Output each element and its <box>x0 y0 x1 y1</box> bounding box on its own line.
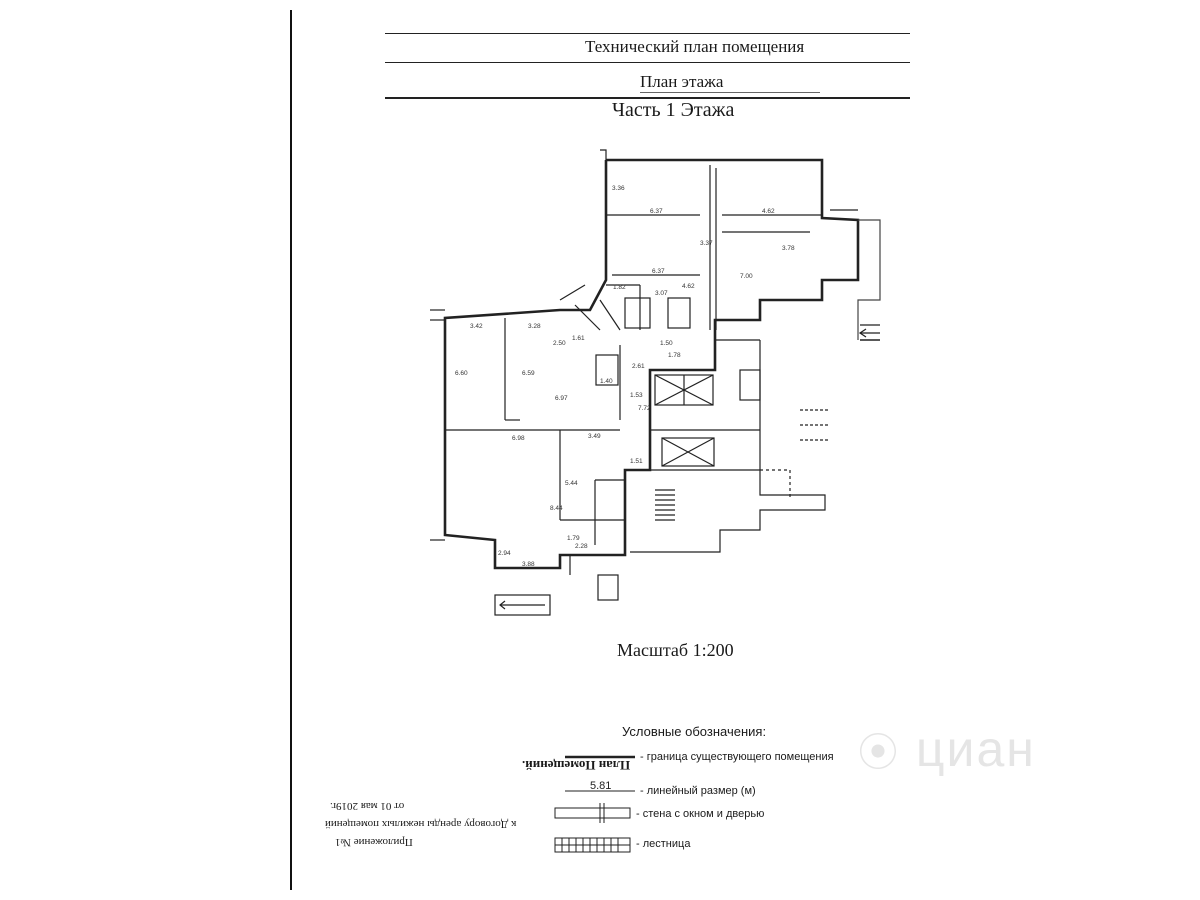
dimension-label: 5.44 <box>565 480 578 487</box>
dimension-label: 3.36 <box>612 185 625 192</box>
dimension-label: 3.49 <box>588 433 601 440</box>
legend-item-stair: - лестница <box>636 838 691 850</box>
dimension-label: 3.88 <box>522 561 535 568</box>
legend-item-boundary: - граница существующего помещения <box>640 751 834 763</box>
dimension-label: 6.97 <box>555 395 568 402</box>
dimension-label: 3.37 <box>700 240 713 247</box>
dimension-label: 6.98 <box>512 435 525 442</box>
dimension-label: 2.61 <box>632 363 645 370</box>
dimension-label: 7.72 <box>638 405 651 412</box>
floor-plan-underline <box>640 92 820 93</box>
dimension-label: 1.82 <box>613 284 626 291</box>
dimension-label: 3.07 <box>655 290 668 297</box>
legend-stair-symbol <box>554 837 631 853</box>
dimension-label: 3.42 <box>470 323 483 330</box>
dimension-label: 6.60 <box>455 370 468 377</box>
dimension-label: 2.94 <box>498 550 511 557</box>
dimension-label: 2.50 <box>553 340 566 347</box>
appendix-heading: План Помещений. <box>522 758 631 773</box>
legend-item-dimension: - линейный размер (м) <box>640 785 756 797</box>
document-title: Технический план помещения <box>585 37 805 56</box>
dimension-label: 6.37 <box>650 208 663 215</box>
dimension-label: 2.28 <box>575 543 588 550</box>
appendix-line-1: Приложение №1 <box>335 836 413 848</box>
dimension-label: 1.61 <box>572 335 585 342</box>
dimension-label: 8.44 <box>550 505 563 512</box>
appendix-line-2: к Договору аренды нежилых помещений <box>325 818 517 830</box>
legend-item-wall: - стена с окном и дверью <box>636 808 765 820</box>
dimension-label: 7.00 <box>740 273 753 280</box>
part-label: Часть 1 Этажа <box>612 99 735 121</box>
dimension-label: 1.51 <box>630 458 643 465</box>
legend-dimension-sample: 5.81 <box>590 780 611 792</box>
scale-label: Масштаб 1:200 <box>617 640 734 660</box>
dimension-label: 6.37 <box>652 268 665 275</box>
dimension-label: 3.28 <box>528 323 541 330</box>
dimension-label: 4.62 <box>762 208 775 215</box>
stair-lower <box>655 489 675 521</box>
header-rule-2 <box>385 62 910 63</box>
pin-icon: ⦿ <box>858 731 900 775</box>
dimension-label: 6.59 <box>522 370 535 377</box>
dimension-label: 1.53 <box>630 392 643 399</box>
dimension-label: 3.78 <box>782 245 795 252</box>
legend-title: Условные обозначения: <box>622 724 767 739</box>
dimension-label: 1.40 <box>600 378 613 385</box>
dimension-label: 1.50 <box>660 340 673 347</box>
header-rule-3 <box>385 97 910 99</box>
appendix-line-3: от 01 мая 2019г. <box>330 800 405 812</box>
dimension-label: 1.78 <box>668 352 681 359</box>
header-rule-top <box>385 33 910 34</box>
legend-wall-symbol <box>554 803 631 823</box>
watermark-logo: ⦿ циан <box>858 720 1036 778</box>
floor-plan-label: План этажа <box>640 72 724 91</box>
binding-margin-line <box>290 10 292 890</box>
dimension-label: 4.62 <box>682 283 695 290</box>
dimension-label: 1.79 <box>567 535 580 542</box>
watermark-text: циан <box>915 721 1036 777</box>
